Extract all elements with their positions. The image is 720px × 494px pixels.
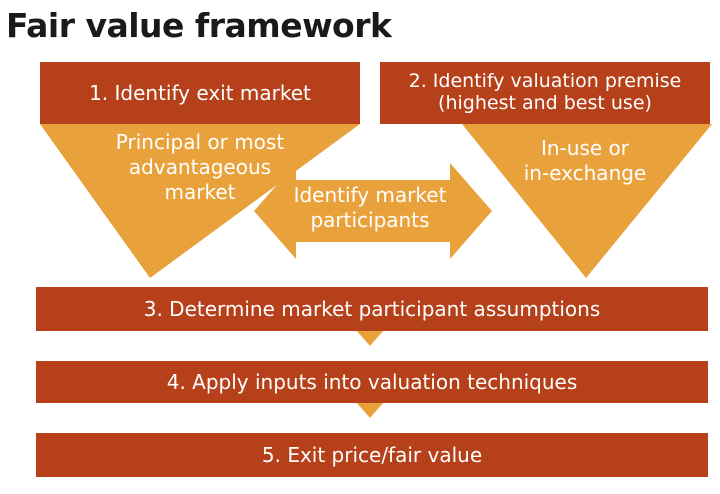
step2-label: 2. Identify valuation premise (highest a… — [380, 62, 710, 124]
step5-bar — [36, 433, 708, 477]
connector-4-5 — [357, 403, 383, 418]
step2-triangle — [462, 124, 712, 278]
step1-label: 1. Identify exit market — [89, 80, 311, 105]
step2-detail-line-1: In-use or — [540, 136, 629, 160]
participants-line-2: participants — [310, 208, 430, 232]
step1-detail-line-2: advantageous — [128, 155, 272, 179]
step1-detail-line-1: Principal or most — [115, 130, 285, 154]
connector-3-4 — [357, 331, 383, 346]
participants-line-1: Identify market — [293, 183, 447, 207]
step1-triangle — [40, 124, 360, 278]
step5-label: 5. Exit price/fair value — [261, 442, 483, 467]
step1-detail: Principal or most advantageous market — [60, 130, 340, 205]
step1-box — [40, 62, 360, 124]
step2-detail: In-use or in-exchange — [470, 136, 700, 186]
page-title: Fair value framework — [6, 6, 392, 45]
step2-detail-line-2: in-exchange — [523, 161, 647, 185]
step3-label: 3. Determine market participant assumpti… — [143, 296, 601, 321]
step2-box — [380, 62, 710, 124]
step3-bar — [36, 287, 708, 331]
step2-line-2: (highest and best use) — [438, 92, 652, 114]
step2-line-1: 2. Identify valuation premise — [408, 70, 682, 93]
step4-label: 4. Apply inputs into valuation technique… — [166, 369, 578, 394]
market-participants-arrow — [254, 163, 492, 259]
step4-bar — [36, 361, 708, 403]
participants-label: Identify market participants — [270, 183, 470, 233]
step1-detail-line-3: market — [164, 180, 236, 204]
